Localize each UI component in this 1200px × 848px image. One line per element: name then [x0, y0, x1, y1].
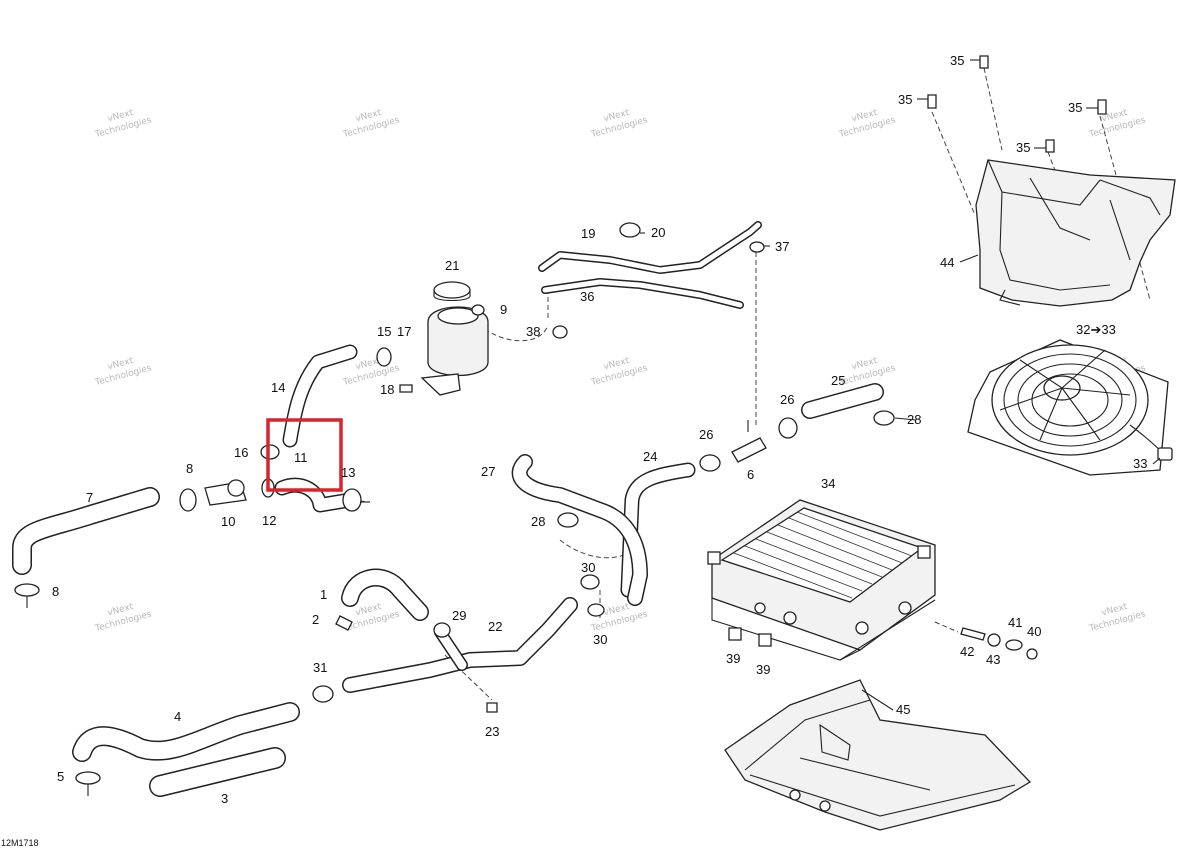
callout-4: 4: [174, 709, 181, 724]
radiator-fan-32: [967, 339, 1173, 476]
callout-23: 23: [485, 724, 499, 739]
callout-18: 18: [380, 382, 394, 397]
callout-1: 1: [320, 587, 327, 602]
callout-21: 21: [445, 258, 459, 273]
callout-26b: 26: [699, 427, 713, 442]
callout-32-33: 32➔33: [1076, 322, 1116, 337]
callout-30b: 30: [593, 632, 607, 647]
callout-35c: 35: [1068, 100, 1082, 115]
callout-30: 30: [581, 560, 595, 575]
hoses: [12, 221, 884, 797]
callout-37: 37: [775, 239, 789, 254]
callout-8: 8: [186, 461, 193, 476]
callout-38: 38: [526, 324, 540, 339]
callout-41: 41: [1008, 615, 1022, 630]
callout-35a: 35: [950, 53, 964, 68]
callout-13: 13: [341, 465, 355, 480]
callout-7: 7: [86, 490, 93, 505]
callout-8b: 8: [52, 584, 59, 599]
callout-3: 3: [221, 791, 228, 806]
callout-29: 29: [452, 608, 466, 623]
callout-20: 20: [651, 225, 665, 240]
callout-25: 25: [831, 373, 845, 388]
callout-27: 27: [481, 464, 495, 479]
callout-14: 14: [271, 380, 285, 395]
radiator-34: [707, 499, 936, 661]
callout-10: 10: [221, 514, 235, 529]
callout-39b: 39: [756, 662, 770, 677]
highlight-box: [266, 418, 343, 492]
callout-19: 19: [581, 226, 595, 241]
callout-35b: 35: [898, 92, 912, 107]
callout-36: 36: [580, 289, 594, 304]
callouts: 1 2 3 4 5 6 7 8 8 9 10 11 12 13 14 15 16…: [52, 53, 1147, 806]
skid-plate-45: [724, 679, 1032, 831]
fan-shroud-44: [975, 159, 1176, 307]
callout-26: 26: [780, 392, 794, 407]
callout-15: 15: [377, 324, 391, 339]
callout-31: 31: [313, 660, 327, 675]
callout-40: 40: [1027, 624, 1041, 639]
callout-24: 24: [643, 449, 657, 464]
callout-42: 42: [960, 644, 974, 659]
callout-44: 44: [940, 255, 954, 270]
callout-34: 34: [821, 476, 835, 491]
callout-33: 33: [1133, 456, 1147, 471]
callout-5: 5: [57, 769, 64, 784]
callout-11: 11: [294, 450, 308, 465]
callout-39a: 39: [726, 651, 740, 666]
callout-16: 16: [234, 445, 248, 460]
callout-45: 45: [896, 702, 910, 717]
small-parts: [14, 55, 1107, 796]
callout-22: 22: [488, 619, 502, 634]
callout-35d: 35: [1016, 140, 1030, 155]
callout-2: 2: [312, 612, 319, 627]
callout-28: 28: [531, 514, 545, 529]
callout-9: 9: [500, 302, 507, 317]
diagram-code: 12M1718: [1, 838, 39, 848]
leader-lines: [640, 59, 1161, 711]
callout-17: 17: [397, 324, 411, 339]
callout-6: 6: [747, 467, 754, 482]
callout-43: 43: [986, 652, 1000, 667]
callout-12: 12: [262, 513, 276, 528]
